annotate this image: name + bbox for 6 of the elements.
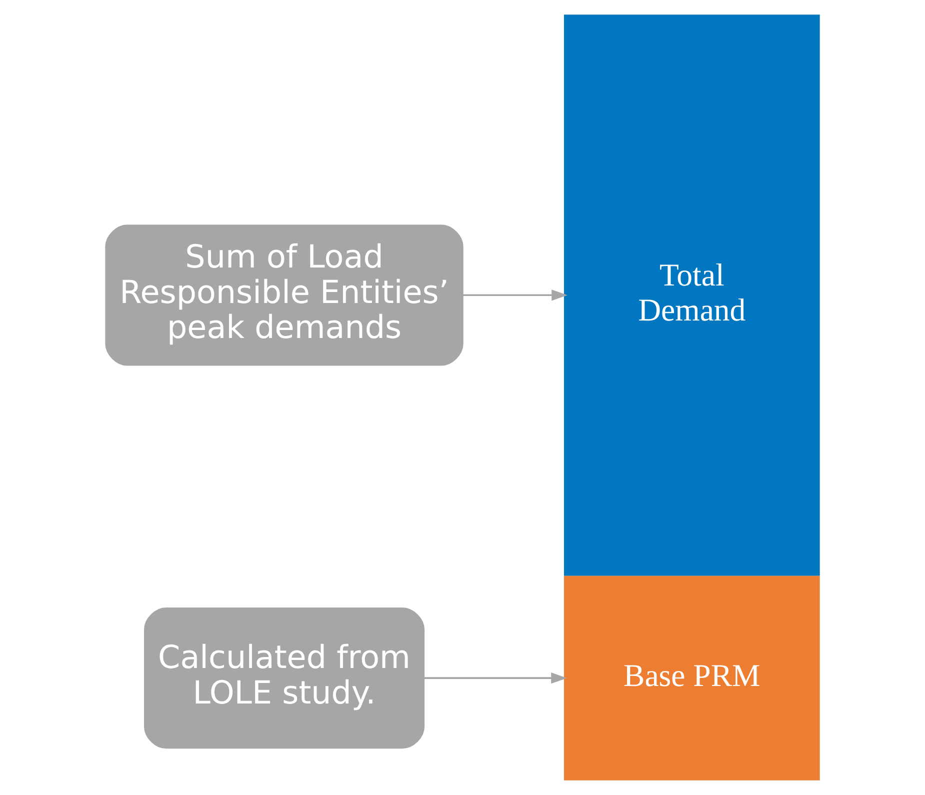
node-box: Calculated from LOLE study. <box>144 607 425 749</box>
arrow <box>424 672 568 684</box>
arrow <box>462 290 568 301</box>
node-box: Sum of Load Responsible Entities’ peak demands <box>105 224 464 366</box>
node-box: Total Demand <box>564 14 820 576</box>
node-box: Base PRM <box>564 576 820 780</box>
